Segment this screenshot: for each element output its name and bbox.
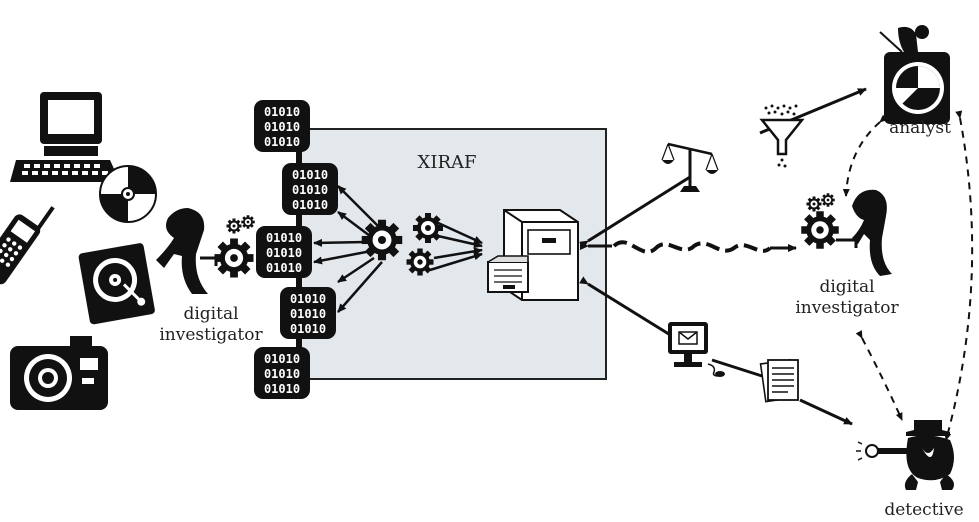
analyst-detective-dashed-arrow bbox=[944, 110, 974, 441]
binary-block-4-icon: 01010 01010 01010 bbox=[280, 287, 336, 339]
laptop-computer-icon bbox=[10, 92, 120, 182]
mobile-phone-icon bbox=[0, 206, 55, 285]
analyst-label: analyst bbox=[889, 118, 951, 138]
funnel-icon bbox=[759, 104, 805, 168]
left-investigator-label-line-2: investigator bbox=[159, 325, 263, 345]
binary-block-5-text: 01010 bbox=[264, 352, 300, 366]
analyst-investigator-dashed-arrow bbox=[842, 114, 888, 197]
mail-computer-icon bbox=[668, 322, 725, 377]
arrow-gears-to-cabinet-2 bbox=[437, 234, 483, 249]
scales-icon bbox=[661, 142, 719, 192]
cd-disc-icon bbox=[99, 165, 157, 223]
binary-block-2-text-2: 01010 bbox=[292, 183, 328, 197]
arrow-gears-to-cabinet-1 bbox=[435, 220, 483, 245]
right-investigator-icon bbox=[801, 189, 892, 276]
binary-block-4-text-2: 01010 bbox=[290, 307, 326, 321]
hard-drive-icon bbox=[78, 243, 155, 325]
binary-block-5-text-3: 01010 bbox=[264, 382, 300, 396]
analyst-icon bbox=[879, 25, 950, 124]
report-document-icon bbox=[759, 358, 799, 403]
cabinet-investigator-link bbox=[580, 240, 797, 254]
binary-block-2-icon: 01010 01010 01010 bbox=[282, 163, 338, 215]
arrow-gear-to-block-2b bbox=[337, 211, 371, 237]
arrow-gear-to-block-4b bbox=[337, 261, 383, 313]
binary-block-1-text-2: 01010 bbox=[264, 120, 300, 134]
binary-block-2-text: 01010 bbox=[292, 168, 328, 182]
binary-block-5-icon: 01010 01010 01010 bbox=[254, 347, 310, 399]
right-investigator-label-line-2: investigator bbox=[795, 298, 899, 318]
arrow-gear-to-block-3b bbox=[313, 250, 367, 265]
binary-block-1-icon: 01010 01010 01010 bbox=[254, 100, 310, 152]
detective-label: detective bbox=[884, 500, 964, 520]
binary-data-column: 01010 01010 01010 01010 01010 01010 0101… bbox=[254, 100, 338, 399]
arrow-gears-to-cabinet-4 bbox=[429, 252, 483, 272]
right-investigator-label-line-1: digital bbox=[819, 277, 875, 297]
binary-block-3-icon: 01010 01010 01010 bbox=[256, 226, 312, 278]
left-investigator-icon bbox=[156, 208, 255, 294]
arrow-gear-to-block-3a bbox=[313, 238, 367, 247]
right-investigator-label: digital investigator bbox=[788, 277, 906, 319]
binary-block-1-text-3: 01010 bbox=[264, 135, 300, 149]
binary-block-4-text: 01010 bbox=[290, 292, 326, 306]
filing-cabinet-icon bbox=[487, 209, 579, 301]
arrow-gear-to-block-4a bbox=[337, 256, 375, 284]
binary-block-3-text-3: 01010 bbox=[266, 261, 302, 275]
arrow-gears-to-cabinet-3 bbox=[433, 247, 483, 260]
cabinet-detective-link bbox=[579, 276, 853, 426]
arrow-gear-to-block-2 bbox=[337, 185, 379, 227]
binary-block-5-text-2: 01010 bbox=[264, 367, 300, 381]
binary-block-4-text-3: 01010 bbox=[290, 322, 326, 336]
binary-block-2-text-3: 01010 bbox=[292, 198, 328, 212]
left-investigator-label-line-1: digital bbox=[183, 304, 239, 324]
gear-to-data-arrows bbox=[313, 185, 383, 313]
left-investigator-label: digital investigator bbox=[156, 304, 266, 346]
investigator-detective-dashed-arrow bbox=[855, 330, 903, 421]
collaboration-arrows bbox=[842, 110, 974, 441]
xiraf-label: XIRAF bbox=[418, 152, 477, 173]
detective-icon bbox=[856, 420, 954, 490]
camera-icon bbox=[10, 336, 108, 410]
binary-block-3-text: 01010 bbox=[266, 231, 302, 245]
gear-to-cabinet-arrows bbox=[429, 220, 483, 272]
binary-block-3-text-2: 01010 bbox=[266, 246, 302, 260]
binary-block-1-text: 01010 bbox=[264, 105, 300, 119]
